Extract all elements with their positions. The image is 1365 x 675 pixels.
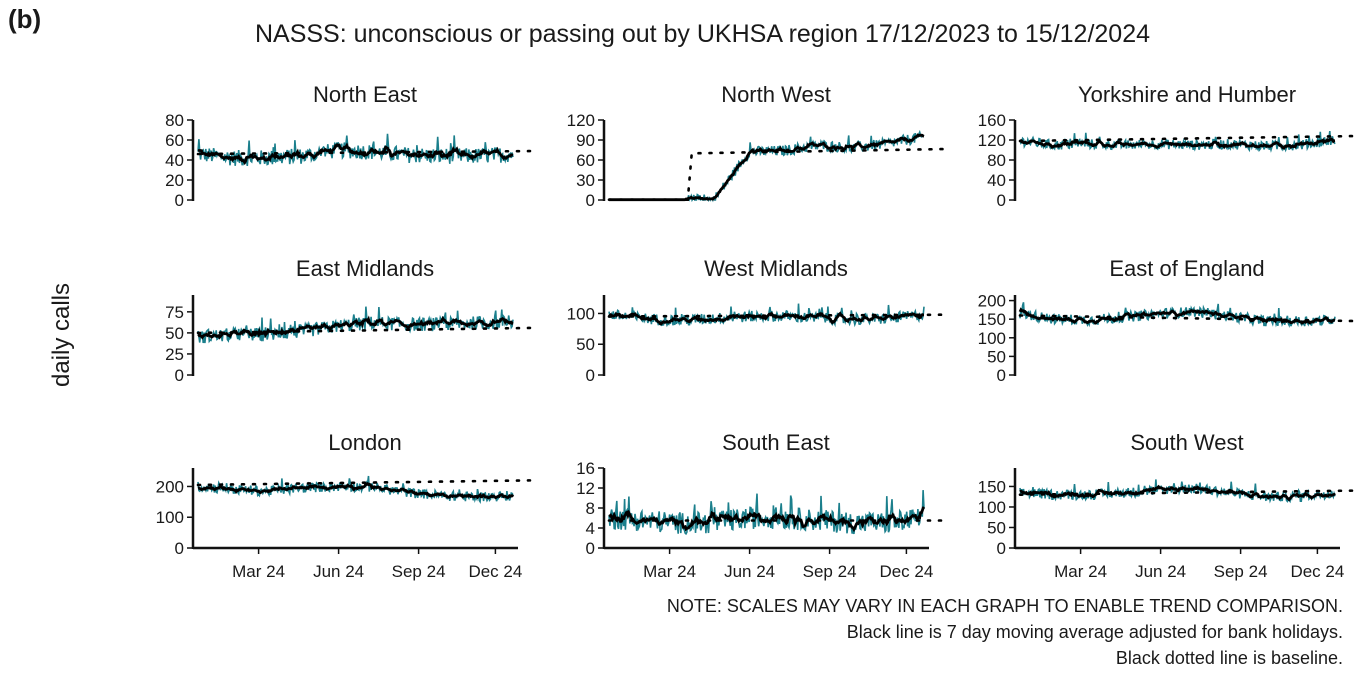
x-tick-label: Jun 24 [724, 562, 775, 581]
moving-average-line [609, 133, 925, 202]
y-tick-label: 30 [576, 171, 595, 190]
scale-note: NOTE: SCALES MAY VARY IN EACH GRAPH TO E… [666, 596, 1343, 616]
baseline-dotted-line [196, 326, 537, 335]
y-tick-label: 100 [156, 508, 184, 527]
y-tick-label: 75 [165, 303, 184, 322]
y-tick-label: 0 [997, 366, 1006, 385]
panel-title: West Midlands [704, 256, 848, 281]
chart-title: NASSS: unconscious or passing out by UKH… [254, 20, 1151, 48]
y-tick-label: 80 [165, 111, 184, 130]
y-tick-label: 40 [165, 151, 184, 170]
y-tick-label: 100 [978, 329, 1006, 348]
x-tick-label: Sep 24 [1214, 562, 1268, 581]
moving-average-line [608, 311, 924, 326]
y-tick-label: 0 [175, 366, 184, 385]
y-tick-label: 60 [165, 131, 184, 150]
y-tick-label: 0 [175, 191, 184, 210]
moving-average-line [197, 142, 514, 166]
baseline-dotted-line [1018, 489, 1359, 496]
y-tick-label: 50 [987, 518, 1006, 537]
y-tick-label: 8 [586, 499, 595, 518]
y-tick-label: 12 [576, 479, 595, 498]
baseline-dotted-line [1018, 314, 1359, 323]
y-tick-label: 0 [586, 366, 595, 385]
x-tick-label: Jun 24 [1135, 562, 1186, 581]
y-tick-label: 80 [987, 151, 1006, 170]
moving-average-line [608, 506, 926, 533]
baseline-dotted-line [1018, 134, 1359, 143]
x-tick-label: Mar 24 [232, 562, 285, 581]
y-tick-label: 50 [165, 324, 184, 343]
x-tick-label: Sep 24 [392, 562, 446, 581]
panel-title: North West [721, 82, 831, 107]
y-tick-label: 90 [576, 131, 595, 150]
y-tick-label: 0 [586, 191, 595, 210]
daily-calls-line [608, 303, 925, 328]
y-tick-label: 20 [165, 171, 184, 190]
y-tick-label: 25 [165, 345, 184, 364]
y-tick-label: 40 [987, 171, 1006, 190]
panel-title: East of England [1109, 256, 1264, 281]
y-tick-label: 4 [586, 519, 595, 538]
y-tick-label: 200 [978, 292, 1006, 311]
y-tick-label: 200 [156, 477, 184, 496]
y-tick-label: 16 [576, 459, 595, 478]
y-tick-label: 50 [576, 335, 595, 354]
average-line-note: Black line is 7 day moving average adjus… [846, 622, 1343, 642]
panel-west-midlands: West Midlands 0 50 100 [567, 256, 948, 385]
y-tick-label: 150 [978, 310, 1006, 329]
moving-average-line [1018, 307, 1336, 325]
y-tick-label: 100 [978, 498, 1006, 517]
panel-title: London [328, 430, 401, 455]
y-tick-label: 0 [586, 539, 595, 558]
y-tick-label: 50 [987, 347, 1006, 366]
panel-letter: (b) [8, 4, 42, 34]
baseline-dotted-line [196, 149, 537, 156]
baseline-note: Black dotted line is baseline. [1115, 648, 1343, 668]
y-tick-label: 0 [997, 191, 1006, 210]
x-tick-label: Mar 24 [643, 562, 696, 581]
panel-title: Yorkshire and Humber [1078, 82, 1296, 107]
x-tick-label: Sep 24 [803, 562, 857, 581]
daily-calls-line [609, 129, 925, 203]
daily-calls-line [608, 490, 925, 536]
moving-average-line [197, 315, 514, 340]
x-tick-label: Dec 24 [879, 562, 933, 581]
x-tick-label: Jun 24 [313, 562, 364, 581]
x-tick-label: Dec 24 [468, 562, 522, 581]
y-tick-label: 0 [997, 539, 1006, 558]
moving-average-line [1019, 484, 1336, 502]
panel-title: East Midlands [296, 256, 434, 281]
y-tick-label: 160 [978, 111, 1006, 130]
panel-east-midlands: East Midlands 0 25 50 75 [165, 256, 537, 385]
panel-title: South East [722, 430, 830, 455]
moving-average-line [1019, 137, 1336, 150]
x-tick-label: Dec 24 [1290, 562, 1344, 581]
panel-title: South West [1130, 430, 1243, 455]
panel-title: North East [313, 82, 417, 107]
baseline-dotted-line [607, 313, 948, 318]
baseline-dotted-line [196, 479, 537, 487]
y-tick-label: 120 [978, 131, 1006, 150]
y-tick-label: 0 [175, 539, 184, 558]
y-tick-label: 120 [567, 111, 595, 130]
baseline-dotted-line [607, 147, 948, 201]
y-tick-label: 60 [576, 151, 595, 170]
x-tick-label: Mar 24 [1054, 562, 1107, 581]
moving-average-line [197, 481, 515, 500]
y-tick-label: 100 [567, 304, 595, 323]
y-tick-label: 150 [978, 477, 1006, 496]
